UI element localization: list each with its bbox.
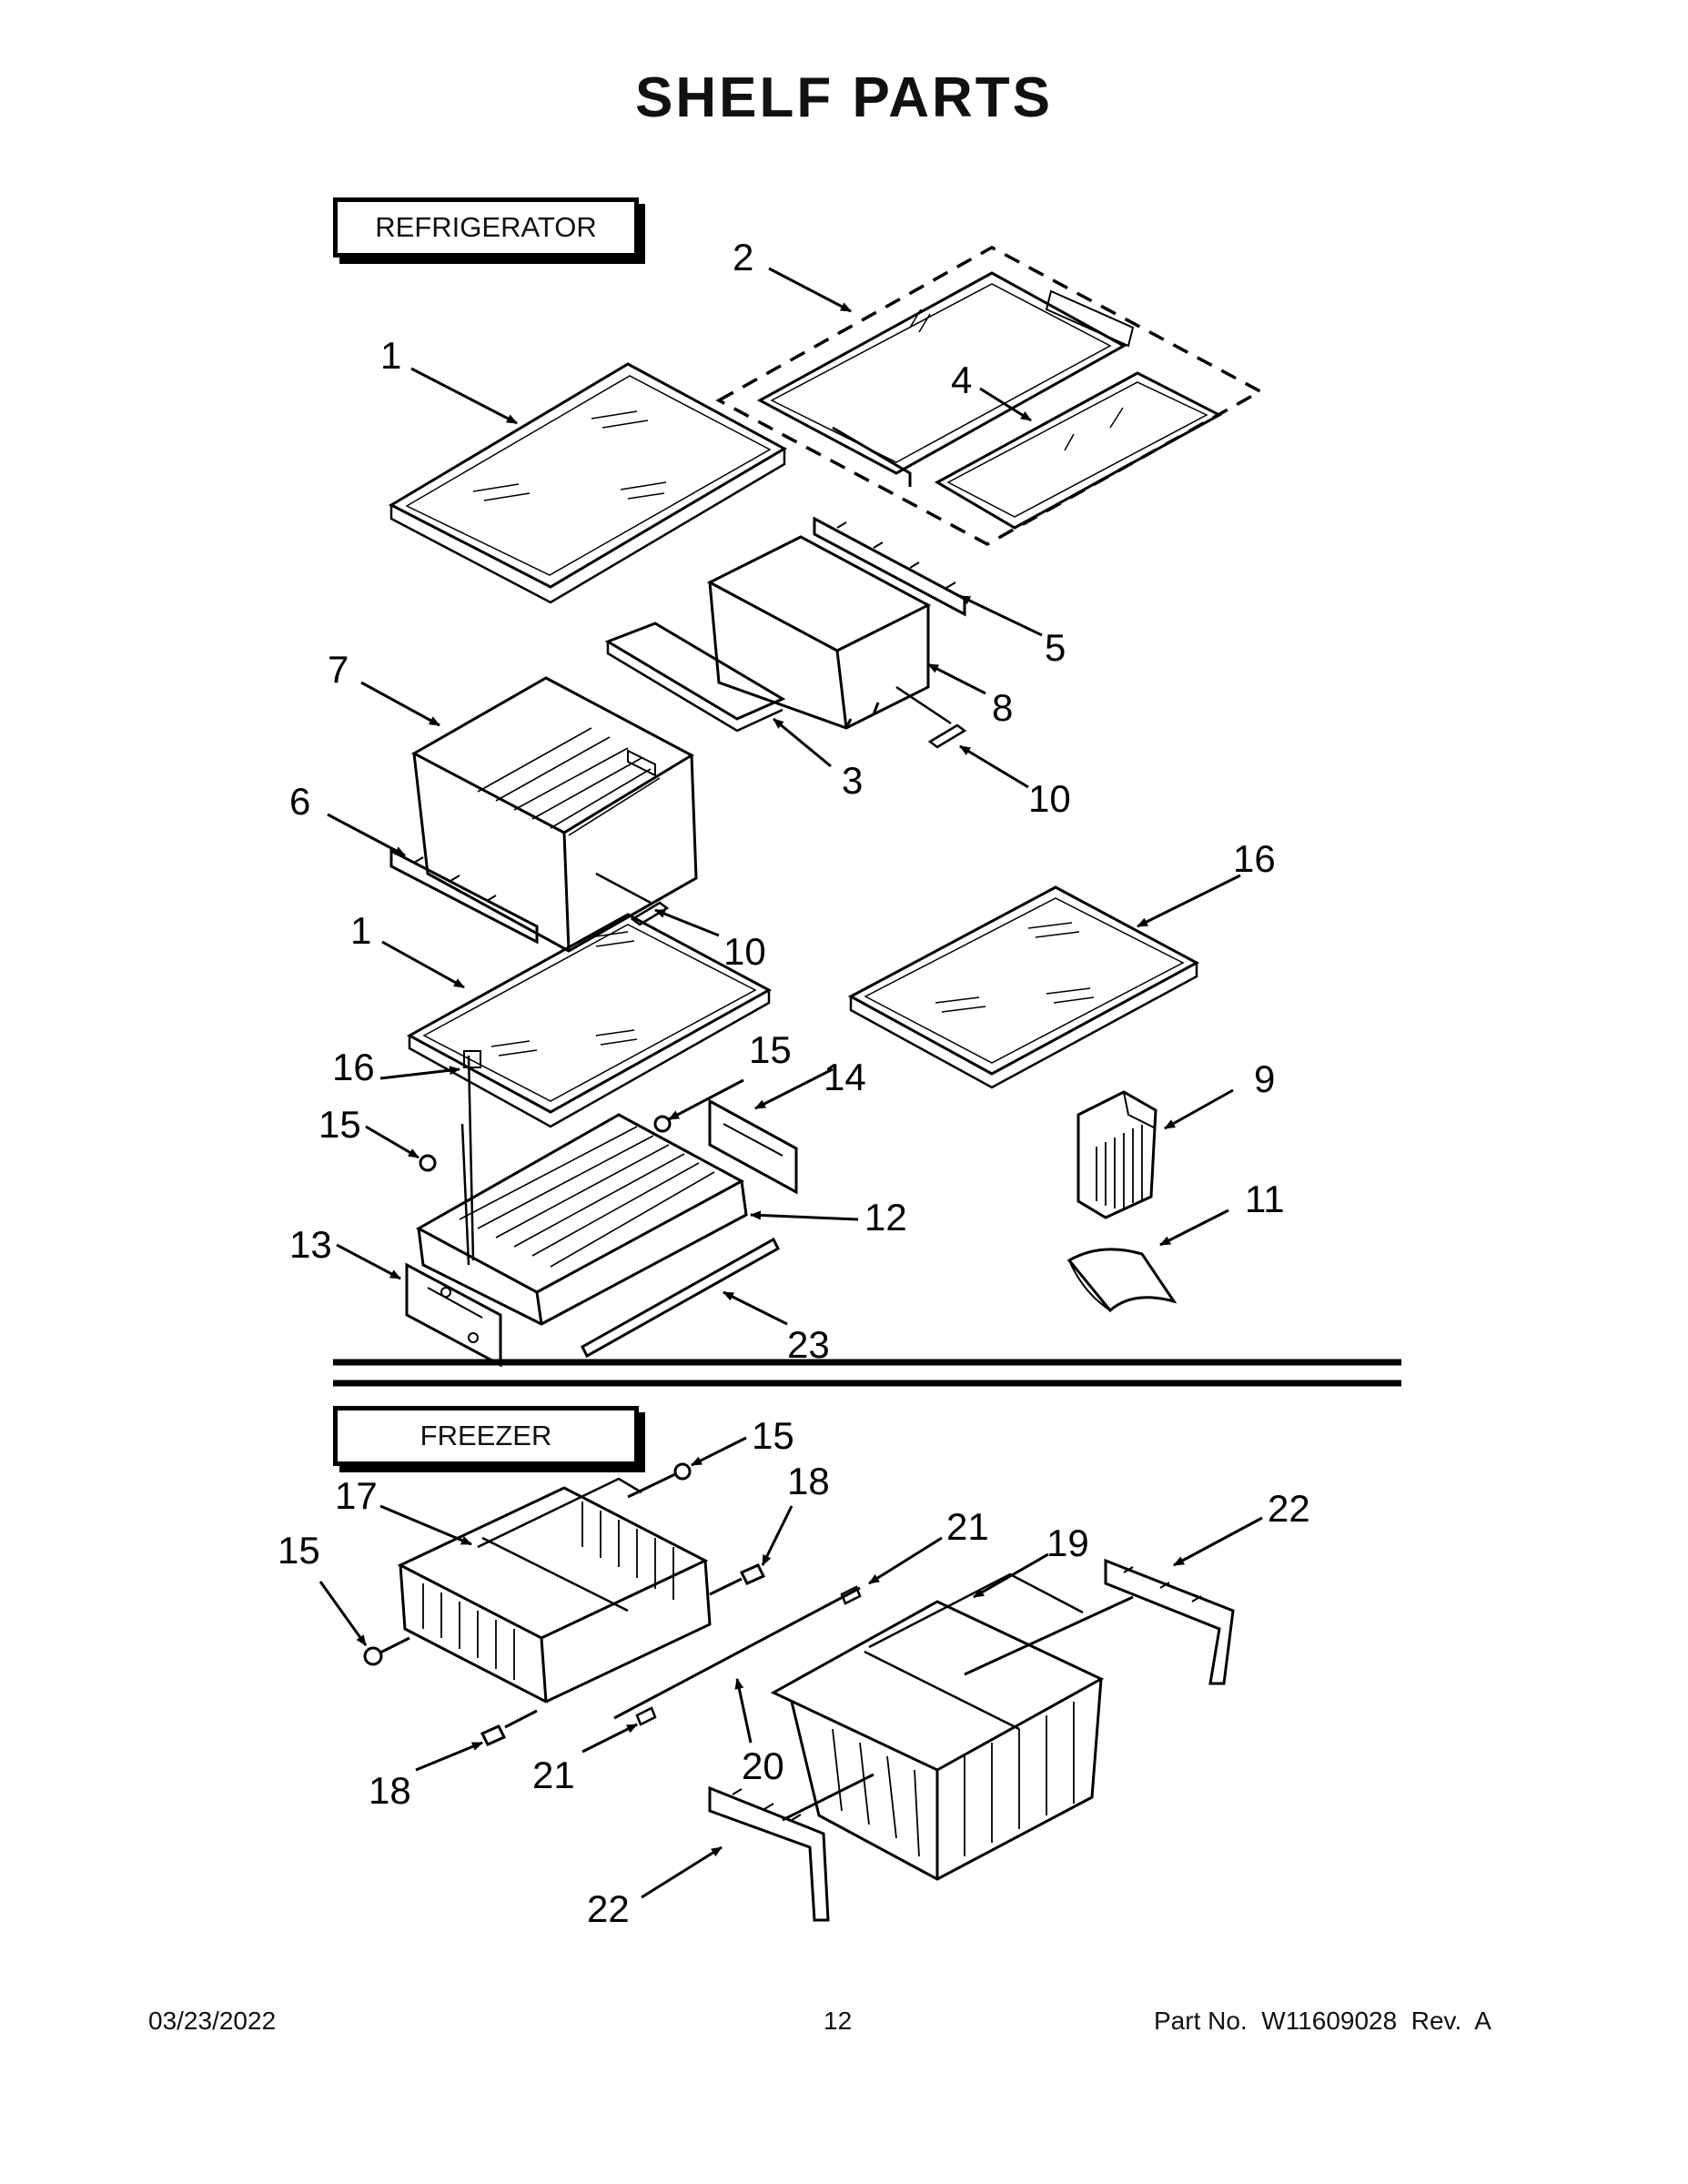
callout-9: 9 <box>1254 1057 1275 1100</box>
callout-16-right: 16 <box>1233 837 1276 880</box>
part-3-panel <box>604 622 786 733</box>
part-1-glass-shelf-upper <box>388 362 788 604</box>
callout-15-c: 15 <box>752 1414 794 1457</box>
part-10-clip-lower <box>595 872 670 926</box>
leader-arrows-refrigerator <box>327 267 1241 1326</box>
part-16-glass-shelf <box>847 885 1200 1089</box>
part-5-rail <box>813 516 966 617</box>
callout-15-d: 15 <box>278 1529 320 1572</box>
callout-21-upper: 21 <box>946 1505 989 1548</box>
callout-17: 17 <box>335 1474 378 1517</box>
part-6-rail <box>389 848 539 945</box>
section-divider <box>333 1359 1401 1387</box>
part-7-crisper-bin <box>410 676 698 953</box>
part-23-strip <box>581 1237 780 1359</box>
freezer-section-label: FREEZER <box>333 1406 639 1466</box>
callout-19: 19 <box>1046 1522 1089 1564</box>
part-1-glass-shelf-lower <box>406 913 773 1128</box>
callout-13: 13 <box>289 1223 332 1266</box>
callout-8: 8 <box>992 686 1013 729</box>
callout-20: 20 <box>742 1744 784 1787</box>
callout-1-lower: 1 <box>350 909 371 952</box>
callout-23: 23 <box>787 1323 830 1366</box>
callout-5: 5 <box>1045 626 1066 669</box>
part-19-freezer-basket <box>770 1572 1105 1881</box>
freezer-fasteners-and-rods <box>363 1462 862 1746</box>
callout-12: 12 <box>864 1196 907 1239</box>
part-10-clip-upper <box>895 685 967 749</box>
callout-3: 3 <box>842 759 863 802</box>
callout-18-lower: 18 <box>369 1769 411 1812</box>
part-2-shelf-assembly <box>715 246 1264 546</box>
callout-16-left: 16 <box>332 1046 375 1088</box>
callout-2: 2 <box>733 236 753 278</box>
footer-date: 03/23/2022 <box>148 2007 277 2035</box>
part-17-freezer-basket <box>397 1477 712 1704</box>
callout-21-lower: 21 <box>532 1754 575 1796</box>
part-14-bracket <box>708 1098 798 1195</box>
page-title: SHELF PARTS <box>635 66 1053 129</box>
callout-numbers: 1 2 4 5 8 7 3 10 6 10 16 1 16 15 14 9 15… <box>278 236 1310 1930</box>
part-9-filter <box>1076 1090 1157 1219</box>
callout-4: 4 <box>951 359 972 401</box>
callout-14: 14 <box>824 1056 866 1098</box>
callout-18-upper: 18 <box>787 1460 830 1502</box>
callout-10-lower: 10 <box>723 930 766 973</box>
refrigerator-section-label: REFRIGERATOR <box>333 197 639 258</box>
leader-arrows-freezer <box>318 1436 1263 1899</box>
part-22-slide-left <box>708 1773 874 1922</box>
footer-page-number: 12 <box>824 2007 853 2035</box>
part-12-pan <box>415 1050 748 1326</box>
callout-7: 7 <box>328 648 349 691</box>
part-22-slide-right <box>964 1558 1235 1685</box>
callout-6: 6 <box>289 780 310 823</box>
callout-10-upper: 10 <box>1028 777 1071 820</box>
callout-11: 11 <box>1245 1178 1285 1220</box>
callout-22-upper: 22 <box>1268 1487 1310 1530</box>
callout-15-a: 15 <box>749 1028 792 1071</box>
part-11-cover <box>1066 1248 1178 1313</box>
callout-22-lower: 22 <box>587 1887 630 1930</box>
part-8-bin <box>706 535 932 730</box>
callout-1-upper: 1 <box>380 334 401 377</box>
footer-part-number: Part No. W11609028 Rev. A <box>1154 2007 1491 2035</box>
callout-15-b: 15 <box>318 1103 361 1146</box>
